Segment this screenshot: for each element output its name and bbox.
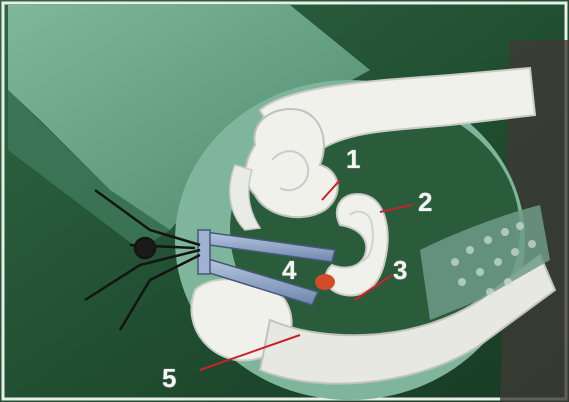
label-1: 1: [346, 146, 360, 172]
cervix: [315, 274, 335, 290]
label-5: 5: [162, 365, 176, 391]
speculum-hinge: [198, 230, 210, 274]
label-3: 3: [393, 257, 407, 283]
label-4: 4: [282, 257, 296, 283]
label-2: 2: [418, 189, 432, 215]
